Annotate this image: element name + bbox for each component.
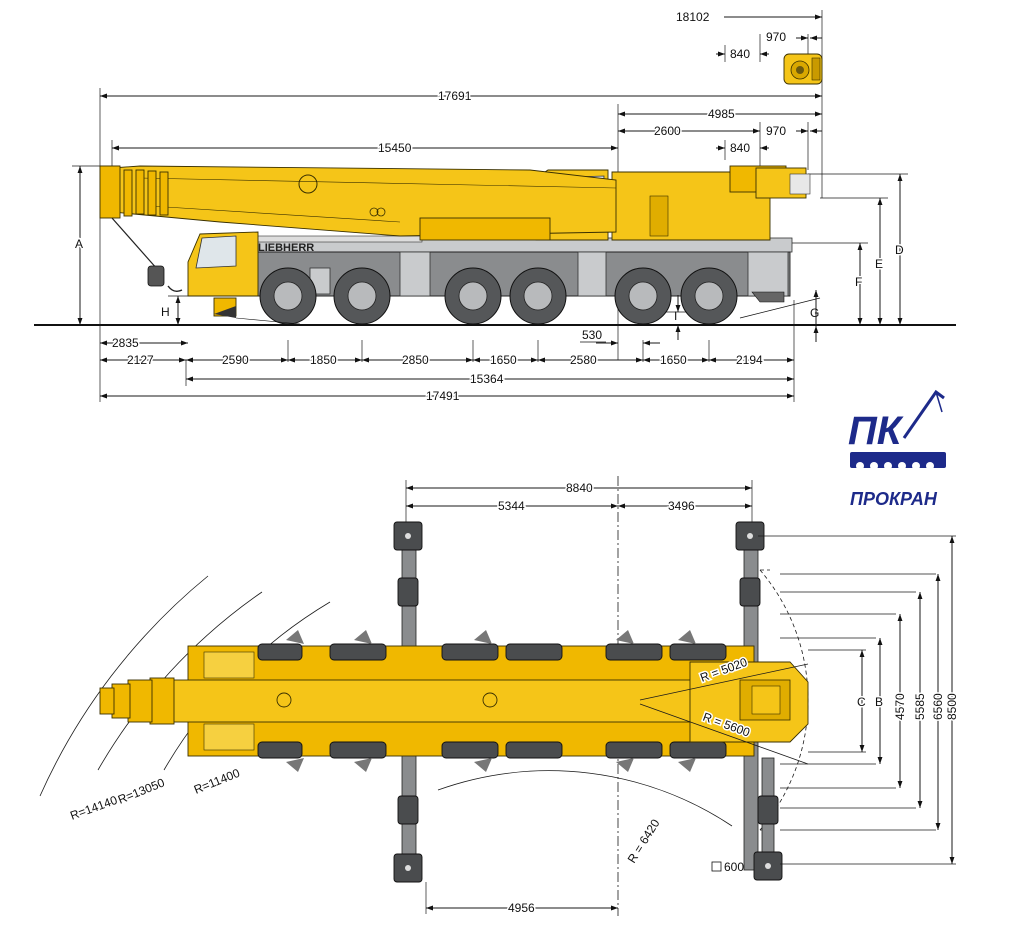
radius-13050: R=13050 — [116, 775, 167, 806]
letter-A: A — [75, 237, 83, 251]
dim-840-top: 840 — [730, 47, 750, 61]
dim-15364: 15364 — [470, 372, 504, 386]
top-wheels — [257, 630, 727, 772]
letter-I: I — [674, 309, 677, 323]
vertical-dims-side: A H I G F E D — [74, 166, 906, 342]
hook-block-icon — [783, 53, 823, 85]
dim-2127: 2127 — [127, 353, 154, 367]
dim-2580: 2580 — [570, 353, 597, 367]
dim-5585: 5585 — [913, 693, 927, 720]
radius-6420: R = 6420 — [625, 816, 663, 865]
dim-8500: 8500 — [945, 693, 959, 720]
boom-head — [99, 165, 121, 219]
letter-B: B — [875, 695, 883, 709]
dim-1650-b: 1650 — [660, 353, 687, 367]
luffing-cylinder — [419, 217, 551, 241]
radius-14140: R=14140 — [68, 793, 119, 823]
dim-18102: 18102 — [676, 10, 710, 24]
bottom-dimensions-side: 2835 530 2127 2590 1850 2850 1650 2580 — [100, 328, 794, 405]
dim-17491: 17491 — [426, 389, 460, 403]
extension-lines — [72, 10, 908, 402]
arc-r13050 — [97, 591, 263, 771]
letter-D: D — [895, 243, 904, 257]
dim-3496: 3496 — [668, 499, 695, 513]
dim-1850: 1850 — [310, 353, 337, 367]
dim-2835: 2835 — [112, 336, 139, 350]
letter-E: E — [875, 257, 883, 271]
hook-icon — [147, 265, 165, 287]
letter-F: F — [855, 275, 862, 289]
dim-2600: 2600 — [654, 124, 681, 138]
dim-970-top: 970 — [766, 30, 786, 44]
dim-6560: 6560 — [931, 693, 945, 720]
dim-2590: 2590 — [222, 353, 249, 367]
logo-mark: ПК — [848, 409, 904, 453]
dim-840-mid: 840 — [730, 141, 750, 155]
crane-side: LIEBHERR — [99, 165, 821, 325]
top-dimensions: 18102 970 840 17691 4985 2600 970 840 15… — [100, 10, 822, 157]
letter-C: C — [857, 695, 866, 709]
letter-H: H — [161, 305, 170, 319]
prokran-logo: ПК ПРОКРАН — [848, 389, 946, 509]
letter-G: G — [810, 306, 819, 320]
arc-r14140 — [39, 575, 209, 797]
pad-square-icon — [711, 861, 722, 872]
dim-2194: 2194 — [736, 353, 763, 367]
vertical-dims-top: C B 4570 5585 6560 8500 — [758, 535, 961, 865]
wheels — [259, 267, 738, 325]
dim-530: 530 — [582, 328, 602, 342]
arc-r6420 — [437, 770, 733, 827]
dim-17691: 17691 — [438, 89, 472, 103]
top-view: 8840 5344 3496 — [39, 476, 961, 917]
dim-4985: 4985 — [708, 107, 735, 121]
outrigger-pads — [393, 521, 783, 883]
liebherr-label: LIEBHERR — [258, 242, 314, 254]
dim-970-mid: 970 — [766, 124, 786, 138]
boom-top — [171, 679, 733, 723]
dim-2850: 2850 — [402, 353, 429, 367]
logo-name: ПРОКРАН — [850, 489, 938, 509]
dim-4570: 4570 — [893, 693, 907, 720]
dim-4956: 4956 — [508, 901, 535, 915]
dim-15450: 15450 — [378, 141, 412, 155]
dim-1650-a: 1650 — [490, 353, 517, 367]
boom-head-top — [99, 687, 115, 715]
radius-11400: R=11400 — [192, 766, 242, 797]
side-view: 18102 970 840 17691 4985 2600 970 840 15… — [34, 10, 956, 405]
dim-5344: 5344 — [498, 499, 525, 513]
pad-size: 600 — [724, 860, 744, 874]
dim-8840: 8840 — [566, 481, 593, 495]
